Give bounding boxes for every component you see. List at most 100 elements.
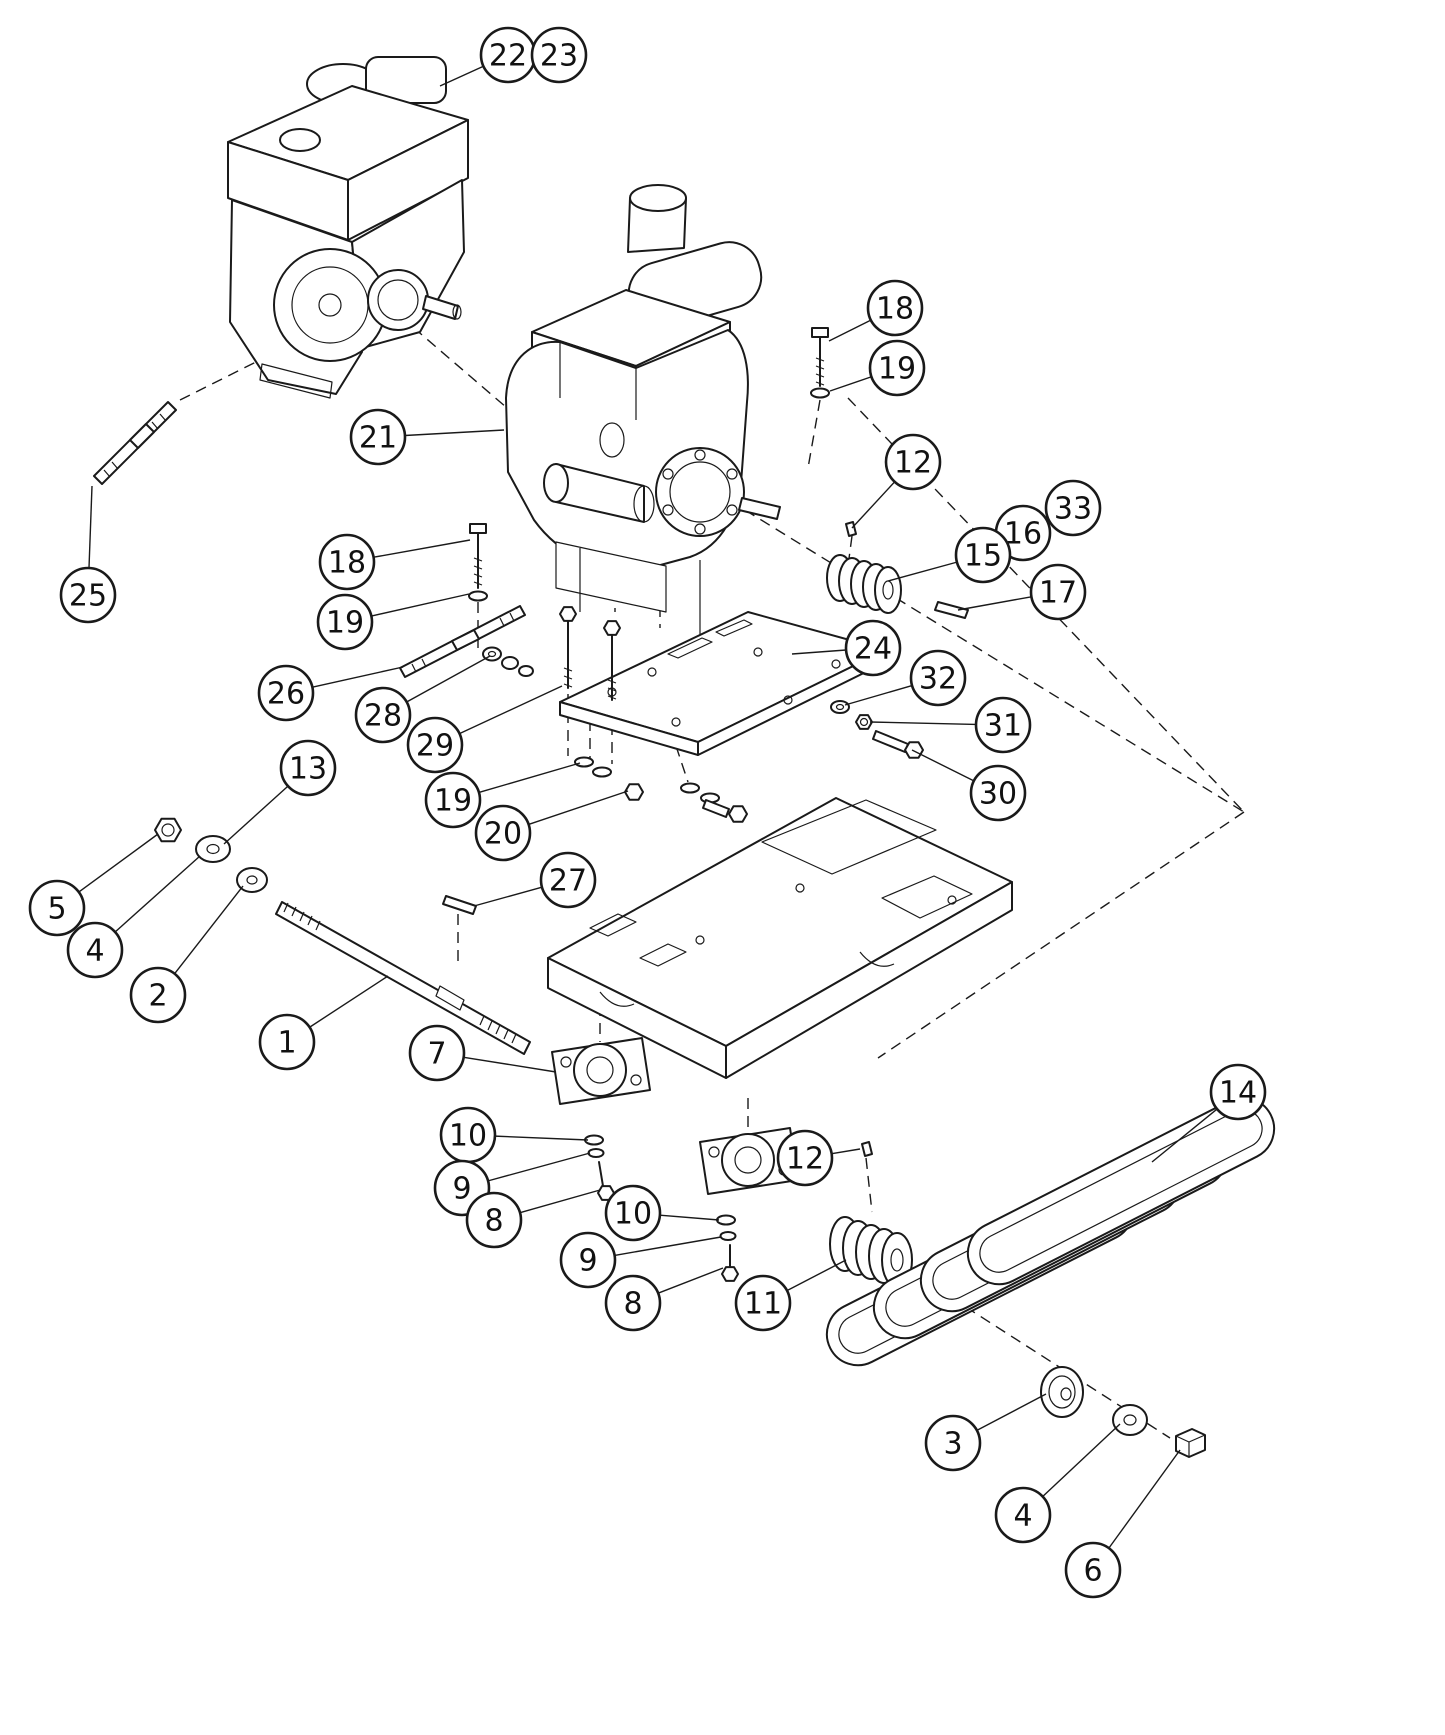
callout-balloon-23 (530, 26, 588, 84)
callout-number-12: 12 (786, 1142, 824, 1177)
leader-line-4 (114, 855, 201, 933)
callout-number-27: 27 (549, 864, 587, 899)
callout-balloon-11 (734, 1274, 792, 1332)
leader-line-17 (957, 596, 1032, 611)
callout-25: 25 (59, 485, 117, 624)
callout-balloon-5 (28, 879, 86, 937)
callout-number-5: 5 (47, 892, 66, 927)
leader-line-8 (657, 1267, 724, 1294)
leader-line-12 (851, 481, 896, 529)
leader-line-3 (976, 1393, 1047, 1432)
callout-balloon-18 (866, 279, 924, 337)
engine-mount-plate-art (559, 611, 887, 756)
callout-number-17: 17 (1039, 576, 1077, 611)
callout-8: 8 (465, 1189, 601, 1249)
callout-4: 4 (66, 855, 201, 979)
leader-line-12 (831, 1148, 861, 1155)
callout-balloon-12 (776, 1129, 834, 1187)
callout-balloon-9 (559, 1231, 617, 1289)
callout-balloon-25 (59, 566, 117, 624)
callout-number-8: 8 (484, 1204, 503, 1239)
callout-18: 18 (828, 279, 924, 342)
leader-line-10 (659, 1214, 720, 1221)
callout-22: 22 (439, 26, 537, 87)
set-screw-12-art (845, 521, 857, 537)
callout-number-12: 12 (894, 446, 932, 481)
callout-number-9: 9 (452, 1172, 471, 1207)
washer-4b-art (1112, 1404, 1148, 1436)
callout-number-18: 18 (876, 292, 914, 327)
callout-number-19: 19 (878, 352, 916, 387)
callout-number-7: 7 (427, 1037, 446, 1072)
callout-balloon-32 (909, 649, 967, 707)
callout-balloon-27 (539, 851, 597, 909)
callout-number-21: 21 (359, 421, 397, 456)
leader-line-10 (494, 1135, 589, 1141)
leader-line-32 (844, 684, 913, 706)
fasteners-art (93, 327, 924, 1282)
callout-26: 26 (257, 664, 404, 722)
callout-20: 20 (474, 790, 629, 862)
callout-21: 21 (349, 408, 505, 466)
callout-number-13: 13 (289, 752, 327, 787)
leader-line-9 (487, 1152, 591, 1182)
callout-number-16: 16 (1004, 517, 1042, 552)
leader-line-2 (174, 885, 244, 975)
callout-number-22: 22 (489, 39, 527, 74)
callout-10: 10 (604, 1184, 720, 1242)
callout-number-11: 11 (744, 1287, 782, 1322)
callout-6: 6 (1064, 1449, 1181, 1599)
small-pulley-art (826, 554, 902, 614)
key-17-art (934, 601, 969, 619)
callout-number-29: 29 (416, 729, 454, 764)
bearing-block-1-art (551, 1037, 651, 1105)
left-engine-art (227, 56, 469, 399)
callout-18: 18 (318, 533, 471, 591)
callout-number-24: 24 (854, 632, 892, 667)
callout-balloon-20 (474, 804, 532, 862)
callout-13: 13 (223, 739, 337, 845)
callout-9: 9 (559, 1231, 722, 1289)
leader-line-29 (459, 685, 563, 735)
callout-number-23: 23 (540, 39, 578, 74)
callout-14: 14 (1151, 1063, 1267, 1163)
main-engine-art (505, 184, 781, 642)
callout-balloon-8 (465, 1191, 523, 1249)
v-belt-set-art (825, 1096, 1276, 1367)
callout-32: 32 (844, 649, 967, 707)
callout-1: 1 (258, 975, 389, 1071)
callout-29: 29 (406, 685, 563, 774)
callout-12: 12 (851, 433, 942, 529)
callout-balloon-19 (424, 771, 482, 829)
callout-balloon-19 (868, 339, 926, 397)
callout-balloon-29 (406, 716, 464, 774)
callout-24: 24 (791, 619, 902, 677)
callout-balloon-2 (129, 966, 187, 1024)
callout-number-26: 26 (267, 677, 305, 712)
leader-line-28 (406, 655, 491, 703)
callout-19: 19 (424, 762, 581, 829)
callout-balloon-4 (994, 1486, 1052, 1544)
callout-number-19: 19 (326, 606, 364, 641)
bearing-block-2-art (699, 1127, 799, 1195)
callout-balloon-17 (1029, 563, 1087, 621)
callout-11: 11 (734, 1259, 847, 1332)
callout-balloon-3 (924, 1414, 982, 1472)
callout-19: 19 (829, 339, 926, 397)
frame-base-art (547, 797, 1013, 1079)
callout-number-1: 1 (277, 1026, 296, 1061)
callout-8: 8 (604, 1267, 724, 1332)
leader-line-15 (887, 561, 958, 582)
leader-line-27 (473, 886, 543, 907)
callout-number-9: 9 (578, 1244, 597, 1279)
callout-number-25: 25 (69, 579, 107, 614)
callout-28: 28 (354, 655, 491, 744)
leader-line-19 (371, 593, 470, 617)
leader-line-14 (1151, 1108, 1218, 1163)
callout-10: 10 (439, 1106, 589, 1164)
callout-number-4: 4 (1013, 1499, 1032, 1534)
callout-balloon-26 (257, 664, 315, 722)
leader-line-31 (869, 721, 977, 726)
